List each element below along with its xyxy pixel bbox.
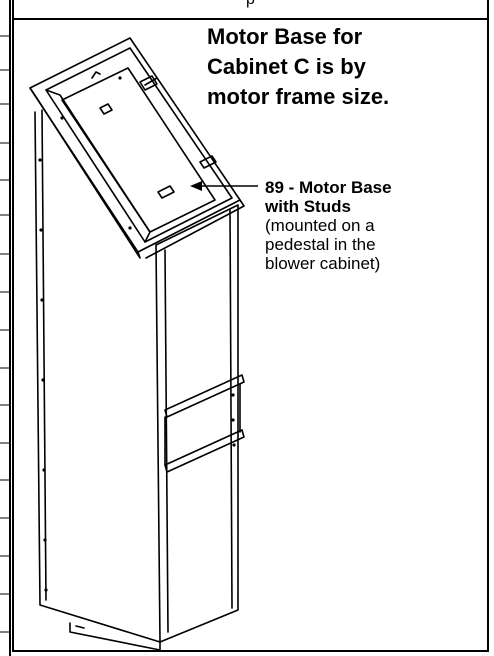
pedestal-left-panel xyxy=(34,111,161,643)
callout-title-line-1: 89 - Motor Base xyxy=(265,178,392,197)
callout-title-line-2: with Studs xyxy=(265,197,351,216)
part-callout: 89 - Motor Base with Studs (mounted on a… xyxy=(265,178,480,273)
heading-line-2: Cabinet C is by xyxy=(207,54,366,79)
callout-note-line-3: blower cabinet) xyxy=(265,254,381,273)
top-caption-bar: p xyxy=(12,0,489,20)
top-caption-text: p xyxy=(14,0,487,9)
callout-note-line-1: (mounted on a xyxy=(265,216,375,235)
figure-frame xyxy=(12,18,489,652)
heading-line-3: motor frame size. xyxy=(207,84,390,109)
left-table-edge xyxy=(0,0,11,656)
pedestal-front-panel xyxy=(155,204,239,643)
lower-cross-bracket xyxy=(164,429,245,473)
callout-leader-arrow xyxy=(190,181,258,191)
motor-base-heading: Motor Base for Cabinet C is by motor fra… xyxy=(207,22,477,112)
callout-note-line-2: pedestal in the xyxy=(265,235,376,254)
upper-cross-bracket xyxy=(164,374,245,418)
heading-line-1: Motor Base for xyxy=(207,24,363,49)
